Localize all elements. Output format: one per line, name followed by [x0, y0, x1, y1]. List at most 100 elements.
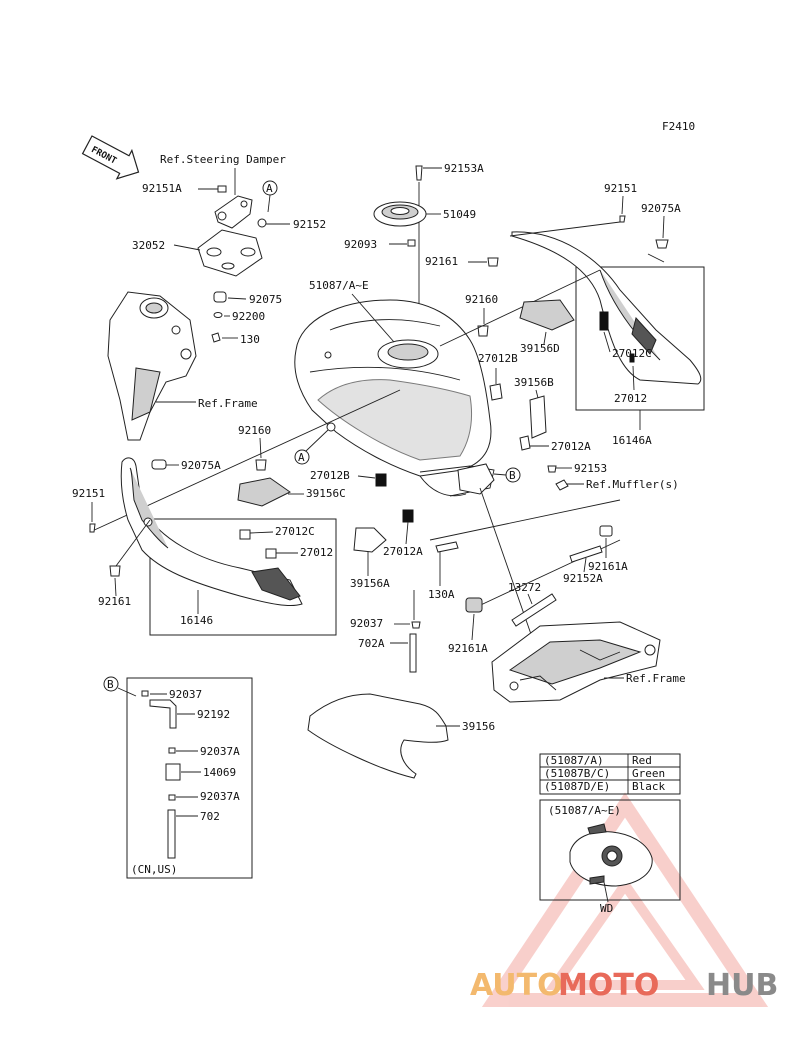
label-92075: 92075 [249, 293, 282, 306]
label-ref-muffler: Ref.Muffler(s) [586, 478, 679, 491]
inset-item-2: 92037A [200, 745, 240, 758]
callout-circle-a-tank [294, 449, 310, 465]
label-51049: 51049 [443, 208, 476, 221]
detail-title: (51087/A~E) [548, 804, 621, 817]
label-92160-right: 92160 [465, 293, 498, 306]
pad-39156B [529, 395, 547, 439]
label-92037: 92037 [350, 617, 383, 630]
watermark-logo-triangles [481, 792, 769, 1007]
bracket-32052 [197, 229, 263, 277]
svg-text:AUTO: AUTO [470, 968, 563, 1003]
label-27012B-top: 27012B [478, 352, 518, 365]
callout-circle-b-inset [103, 676, 119, 692]
inset-item-4: 92037A [200, 790, 240, 803]
figure-code: F2410 [662, 120, 695, 133]
label-92153: 92153 [574, 462, 607, 475]
label-27012A-right: 27012A [551, 440, 591, 453]
label-39156B: 39156B [514, 376, 554, 389]
label-16146: 16146 [180, 614, 213, 627]
label-92161A-a: 92161A [588, 560, 628, 573]
label-27012C-left: 27012C [275, 525, 315, 538]
label-27012A-mid: 27012A [383, 545, 423, 558]
frame-rear-section [491, 621, 661, 703]
color-table [539, 753, 681, 795]
svg-text:MOTO: MOTO [558, 968, 659, 1003]
color-row-2-code: (51087D/E) [544, 780, 610, 793]
label-51087: 51087/A~E [309, 279, 369, 292]
color-row-1-color: Green [632, 767, 665, 780]
label-92151A: 92151A [142, 182, 182, 195]
pad-39156C [237, 477, 291, 507]
label-27012-left: 27012 [300, 546, 333, 559]
label-39156A: 39156A [350, 577, 390, 590]
svg-text:HUB: HUB [706, 968, 778, 1003]
inset-note: (CN,US) [131, 863, 177, 876]
steering-damper-bracket [214, 195, 253, 229]
label-27012B-mid: 27012B [310, 469, 350, 482]
label-702A: 702A [358, 637, 385, 650]
inset-item-3: 14069 [203, 766, 236, 779]
label-ref-frame-left: Ref.Frame [198, 397, 258, 410]
rear-side-cover-right [511, 231, 702, 385]
frame-front-section [107, 291, 197, 441]
pad-27012B [375, 473, 387, 487]
color-row-0-color: Red [632, 754, 652, 767]
bolt-92161A-a [599, 525, 613, 537]
label-130: 130 [240, 333, 260, 346]
label-92151-right: 92151 [604, 182, 637, 195]
label-92161-top: 92161 [425, 255, 458, 268]
inset-b-box [126, 677, 253, 879]
color-row-1-code: (51087B/C) [544, 767, 610, 780]
watermark-logo-text: AUTO MOTO HUB [470, 968, 778, 1003]
rod-13272 [511, 593, 557, 627]
pad-27012A [402, 509, 414, 523]
label-39156D: 39156D [520, 342, 560, 355]
group-box-16146 [149, 518, 337, 636]
bolt-92161A-b [465, 597, 483, 613]
inset-item-0: 92037 [169, 688, 202, 701]
label-92152A: 92152A [563, 572, 603, 585]
label-ref-frame-right: Ref.Frame [626, 672, 686, 685]
label-13272: 13272 [508, 581, 541, 594]
label-92161A-b: 92161A [448, 642, 488, 655]
label-32052: 32052 [132, 239, 165, 252]
hose-702A [409, 633, 417, 673]
label-92161-left: 92161 [98, 595, 131, 608]
svg-text:B: B [509, 469, 516, 482]
label-92152: 92152 [293, 218, 326, 231]
label-92160-left: 92160 [238, 424, 271, 437]
detail-tank-emblem [569, 823, 653, 887]
label-ref-steering-damper: Ref.Steering Damper [160, 153, 286, 166]
fuel-cap-51049 [373, 201, 427, 227]
label-27012C-right: 27012C [612, 347, 652, 360]
svg-text:B: B [107, 678, 114, 691]
fuel-tank-51087 [294, 299, 495, 497]
detail-label-wd: WD [600, 902, 613, 915]
label-92075A-left: 92075A [181, 459, 221, 472]
svg-text:A: A [298, 451, 305, 464]
label-130A: 130A [428, 588, 455, 601]
label-92153A: 92153A [444, 162, 484, 175]
inset-item-1: 92192 [197, 708, 230, 721]
color-row-0-code: (51087/A) [544, 754, 604, 767]
inset-b-parts [141, 690, 181, 859]
label-92151-left: 92151 [72, 487, 105, 500]
label-16146A: 16146A [612, 434, 652, 447]
svg-text:A: A [266, 182, 273, 195]
label-39156: 39156 [462, 720, 495, 733]
detail-box [539, 799, 681, 901]
label-92075A-right: 92075A [641, 202, 681, 215]
pad-39156D [519, 299, 575, 331]
rear-side-cover-left [120, 457, 303, 607]
color-row-2-color: Black [632, 780, 665, 793]
inset-item-5: 702 [200, 810, 220, 823]
label-39156C: 39156C [306, 487, 346, 500]
pad-39156 [307, 693, 449, 779]
front-arrow-icon: FRONT [81, 135, 140, 180]
pad-39156A [353, 527, 387, 553]
label-92093: 92093 [344, 238, 377, 251]
label-92200: 92200 [232, 310, 265, 323]
label-27012-right: 27012 [614, 392, 647, 405]
